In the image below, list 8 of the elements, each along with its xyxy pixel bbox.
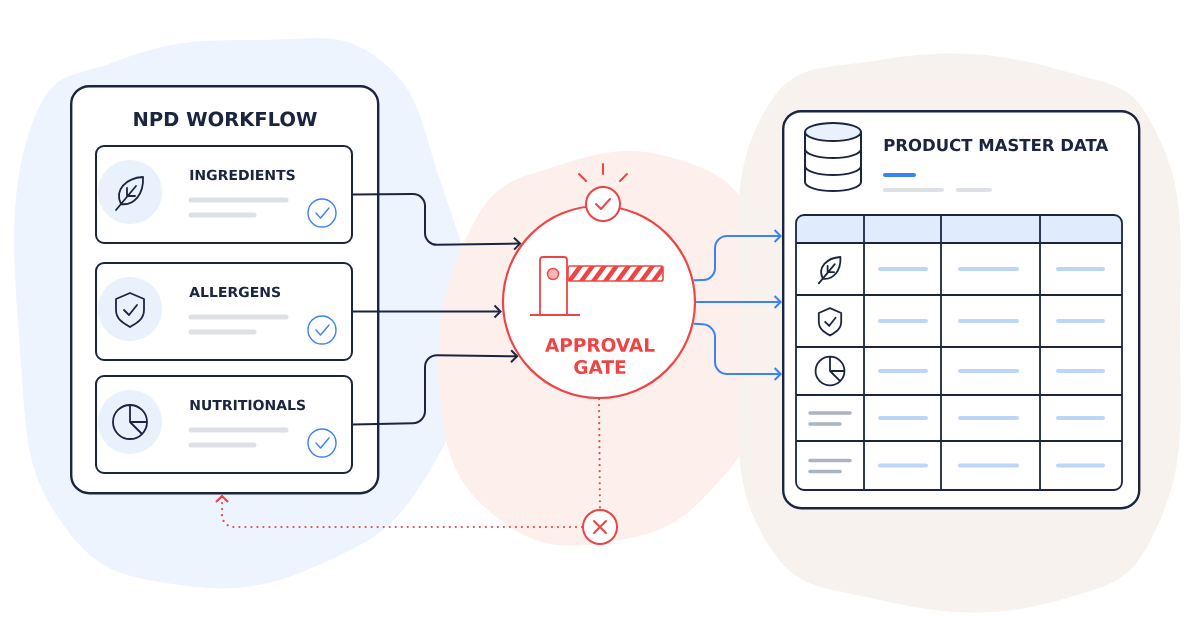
arrow (692, 229, 782, 282)
arrow (352, 349, 519, 426)
reject-circle (582, 509, 618, 545)
arrow (215, 494, 584, 529)
arrow (352, 304, 502, 319)
arrow (352, 193, 522, 251)
arrow (695, 295, 782, 309)
arrow (692, 322, 782, 381)
